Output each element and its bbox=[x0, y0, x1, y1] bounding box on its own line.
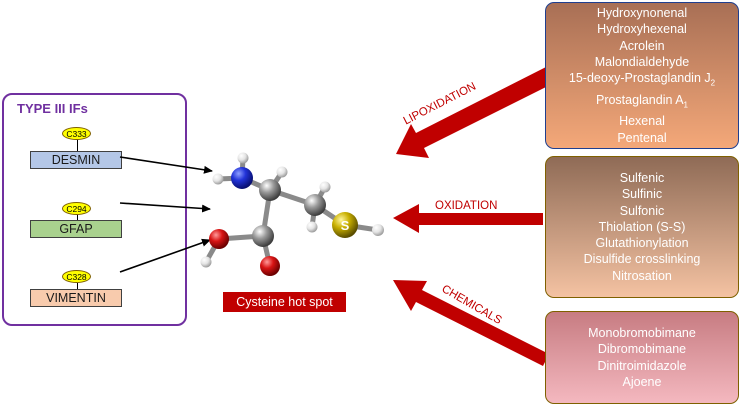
oxidation-arrow bbox=[393, 204, 543, 233]
nitrogen-atom-icon bbox=[231, 167, 253, 189]
agent-item: Pentenal bbox=[617, 130, 667, 145]
desmin-cysteine-badge: C333 bbox=[62, 127, 91, 140]
agent-item: Malondialdehyde bbox=[594, 54, 690, 69]
agent-item: Sulfonic bbox=[619, 203, 665, 218]
hydrogen-atom-icon bbox=[319, 181, 331, 193]
hydrogen-atom-icon bbox=[212, 173, 224, 185]
lipoxidation-arrow bbox=[396, 67, 554, 158]
vimentin-connector bbox=[77, 283, 78, 289]
agent-item: Monobromobimane bbox=[588, 326, 696, 341]
hydrogen-atom-icon bbox=[237, 152, 249, 164]
agent-item-subscript: 15-deoxy-Prostaglandin J2 bbox=[568, 71, 716, 88]
desmin-arrow bbox=[119, 156, 213, 174]
desmin-connector bbox=[77, 139, 78, 151]
agent-item: Glutathionylation bbox=[595, 236, 689, 251]
lipoxidation-agents-box: Hydroxynonenal Hydroxyhexenal Acrolein M… bbox=[545, 2, 739, 149]
gfap-box: GFAP bbox=[30, 220, 122, 238]
agent-item: Nitrosation bbox=[612, 268, 672, 283]
carbonyl-oxygen-atom-icon bbox=[260, 256, 280, 276]
agent-subscript: 1 bbox=[683, 100, 688, 110]
type-iii-if-title: TYPE III IFs bbox=[17, 101, 88, 116]
agent-item: Sulfenic bbox=[619, 171, 665, 186]
agent-item: Hydroxynonenal bbox=[596, 6, 688, 21]
agent-item: Hexenal bbox=[619, 114, 665, 129]
agent-item: Thiolation (S-S) bbox=[598, 219, 686, 234]
agent-item: Acrolein bbox=[619, 38, 665, 53]
vimentin-box: VIMENTIN bbox=[30, 289, 122, 307]
sulfur-label: S bbox=[341, 218, 350, 233]
desmin-box: DESMIN bbox=[30, 151, 122, 169]
gfap-cysteine-badge: C294 bbox=[62, 202, 91, 215]
hydrogen-atom-icon bbox=[306, 221, 318, 233]
hydrogen-atom-icon bbox=[200, 256, 212, 268]
alpha-carbon-atom-icon bbox=[259, 179, 281, 201]
hydrogen-atom-icon bbox=[276, 166, 288, 178]
agent-item-subscript: Prostaglandin A1 bbox=[595, 92, 688, 110]
gfap-arrow bbox=[119, 202, 211, 213]
chemicals-agents-box: Monobromobimane Dibromobimane Dinitroimi… bbox=[545, 311, 739, 404]
agent-item: Sulfinic bbox=[621, 187, 663, 202]
beta-carbon-atom-icon bbox=[304, 194, 326, 216]
vimentin-arrow bbox=[119, 238, 211, 273]
agent-item: Ajoene bbox=[622, 374, 662, 389]
vimentin-cysteine-badge: C328 bbox=[62, 270, 91, 283]
agent-subscript: 2 bbox=[710, 78, 716, 88]
cysteine-hotspot-label: Cysteine hot spot bbox=[223, 292, 346, 312]
oxidation-agents-box: Sulfenic Sulfinic Sulfonic Thiolation (S… bbox=[545, 156, 739, 298]
gfap-connector bbox=[77, 214, 78, 220]
sulfur-atom-icon bbox=[332, 212, 358, 238]
type-iii-if-panel: TYPE III IFs C333 DESMIN C294 GFAP C328 … bbox=[2, 93, 187, 326]
oxidation-label: OXIDATION bbox=[435, 200, 498, 212]
thiol-hydrogen-atom-icon bbox=[372, 224, 384, 236]
carboxyl-carbon-atom-icon bbox=[252, 225, 274, 247]
cysteine-molecule: S bbox=[200, 152, 384, 276]
chemicals-arrow bbox=[393, 280, 549, 366]
hydroxyl-oxygen-atom-icon bbox=[209, 229, 229, 249]
agent-item: Disulfide crosslinking bbox=[583, 252, 701, 267]
agent-item: Hydroxyhexenal bbox=[597, 22, 687, 37]
agent-item: Dinitroimidazole bbox=[597, 358, 687, 373]
agent-item: Dibromobimane bbox=[597, 342, 687, 357]
